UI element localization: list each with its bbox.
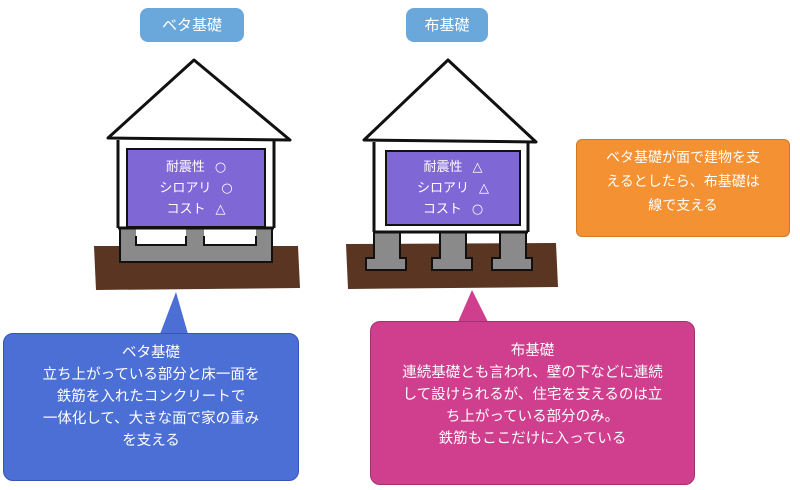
nuno-row-seismic: 耐震性 △ (387, 158, 519, 178)
row-label: シロアリ (416, 181, 469, 196)
beta-house (106, 58, 292, 230)
callout-line: 鉄筋を入れたコンクリートで (56, 389, 246, 405)
row-mark: ○ (221, 181, 233, 196)
row-label: コスト (422, 202, 462, 217)
row-mark: △ (472, 160, 483, 175)
beta-foundation (119, 227, 273, 263)
nuno-house (362, 58, 538, 234)
callout-line: 立ち上がっている部分と床一面を (42, 367, 260, 383)
callout-line: 鉄筋もここだけに入っている (438, 431, 627, 447)
callout-line: ち上がっている部分のみ。 (445, 409, 620, 425)
callout-title: 布基礎 (510, 343, 555, 359)
beta-description-callout: ベタ基礎 立ち上がっている部分と床一面を 鉄筋を入れたコンクリートで 一体化して… (3, 333, 299, 481)
nuno-description-callout: 布基礎 連続基礎とも言われ、壁の下などに連続 して設けられるが、住宅を支えるのは… (370, 321, 695, 485)
row-mark: ○ (471, 202, 484, 217)
nuno-row-cost: コスト ○ (387, 200, 519, 220)
callout-line: 連続基礎とも言われ、壁の下などに連続 (402, 365, 663, 381)
nuno-title-pill: 布基礎 (406, 8, 488, 42)
row-label: 耐震性 (165, 160, 205, 175)
nuno-callout-tail (458, 290, 488, 322)
row-label: 耐震性 (423, 160, 463, 175)
comparison-note: ベタ基礎が面で建物を支 えるとしたら、布基礎は 線で支える (576, 139, 790, 237)
row-mark: ○ (214, 160, 227, 175)
note-line: 線で支える (648, 198, 718, 214)
callout-line: して設けられるが、住宅を支えるのは立 (402, 387, 663, 403)
row-label: コスト (166, 202, 206, 217)
note-line: ベタ基礎が面で建物を支 (606, 150, 760, 166)
beta-callout-tail (160, 292, 188, 334)
callout-line: 一体化して、大きな面で家の重み (42, 411, 260, 427)
nuno-property-panel: 耐震性△ シロアリ△ コスト○ (385, 150, 521, 226)
beta-row-termite: シロアリ ○ (128, 179, 264, 199)
beta-title-pill: ベタ基礎 (140, 8, 244, 42)
note-line: えるとしたら、布基礎は (606, 174, 760, 190)
row-mark: △ (479, 181, 489, 196)
beta-property-panel: 耐震性○ シロアリ○ コスト△ (126, 148, 266, 228)
beta-row-cost: コスト △ (128, 200, 264, 220)
nuno-row-termite: シロアリ △ (387, 179, 519, 199)
nuno-foundation (365, 231, 533, 271)
row-mark: △ (215, 202, 226, 217)
callout-title: ベタ基礎 (122, 345, 180, 361)
row-label: シロアリ (159, 181, 212, 196)
beta-row-seismic: 耐震性 ○ (128, 158, 264, 178)
callout-line: を支える (122, 433, 180, 449)
